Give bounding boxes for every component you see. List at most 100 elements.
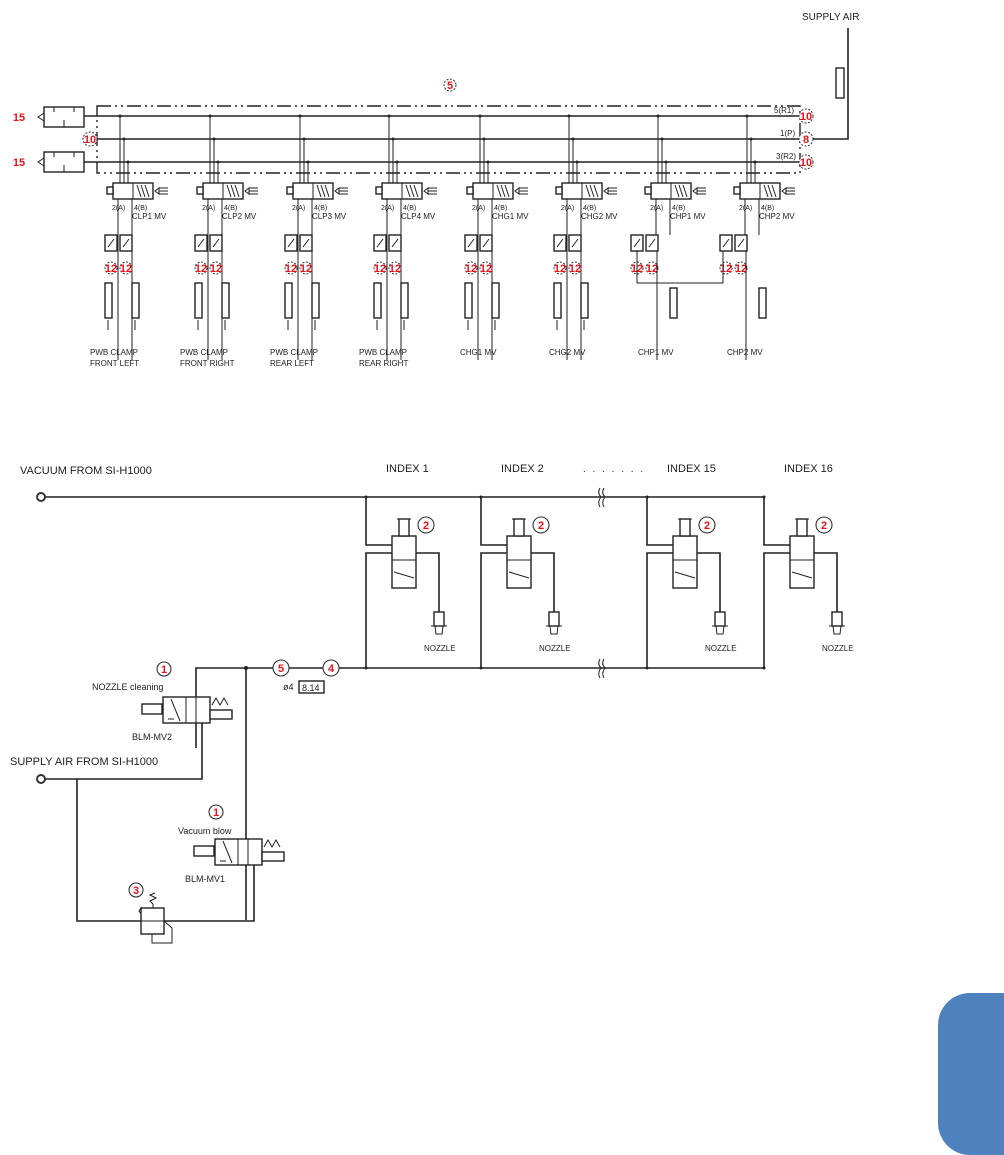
- sensor-callout-number: 12: [389, 263, 401, 275]
- manifold-outline: [96, 105, 801, 174]
- supply-source-label: SUPPLY AIR FROM SI-H1000: [10, 756, 158, 768]
- blow-line: [195, 667, 366, 748]
- vacuum-diagram: VACUUM FROM SI-H1000 . . . . . . . INDEX…: [10, 463, 854, 944]
- port-label-r1: 5(R1): [774, 106, 794, 115]
- index-valve-callout: [698, 516, 716, 534]
- supply-air-line: [807, 28, 849, 140]
- regulator: [138, 892, 173, 944]
- valve-caption: CHG2 MV: [549, 348, 586, 357]
- vacuum-valve: [672, 518, 698, 589]
- solenoid-valve: [196, 182, 258, 200]
- speed-controller: [388, 234, 402, 252]
- sensor-callout-number: 12: [465, 263, 477, 275]
- nozzle-icon: [712, 611, 728, 635]
- port-label-b: 4(B): [403, 205, 416, 212]
- port-label-b: 4(B): [134, 205, 147, 212]
- line-callout-4: [322, 659, 340, 677]
- speed-controller: [719, 234, 733, 252]
- manifold-callout: [443, 78, 457, 92]
- line-callout-5: [272, 659, 290, 677]
- sensor-callout-number: 12: [735, 263, 747, 275]
- valve-name: CHG2 MV: [581, 212, 618, 221]
- solenoid-valve: [286, 182, 348, 200]
- tube-tag: [373, 282, 382, 319]
- port-label-p: 1(P): [780, 129, 795, 138]
- nozzle-label: NOZZLE: [539, 644, 571, 653]
- manifold-callout-number: 5: [447, 80, 453, 92]
- sensor-callout: [553, 261, 567, 275]
- exhaust-callout-top: 15: [13, 112, 25, 124]
- sensor-callout: [373, 261, 387, 275]
- valve-caption: REAR RIGHT: [359, 359, 408, 368]
- port-label-a: 2(A): [292, 205, 305, 212]
- sensor-callout-number: 12: [120, 263, 132, 275]
- sensor-callout: [464, 261, 478, 275]
- valve-caption: FRONT LEFT: [90, 359, 139, 368]
- index-valve-callout-number: 2: [704, 520, 710, 532]
- speed-controller: [104, 234, 118, 252]
- speed-controller: [568, 234, 582, 252]
- valve-caption: PWB CLAMP: [90, 348, 138, 357]
- speed-controller: [464, 234, 478, 252]
- solenoid-valve: [555, 182, 617, 200]
- valve-name: CLP2 MV: [222, 212, 257, 221]
- nozzle-icon: [546, 611, 562, 635]
- valve-caption: CHP2 MV: [727, 348, 763, 357]
- left-port-callout-number: 10: [84, 134, 96, 146]
- sensor-callout-number: 12: [720, 263, 732, 275]
- nozzle-cleaning-callout-number: 1: [161, 664, 167, 676]
- nozzle-cleaning-valve-id: BLM-MV2: [132, 732, 172, 742]
- port-label-a: 2(A): [650, 205, 663, 212]
- solenoid-valve: [375, 182, 437, 200]
- tube-tag: [464, 282, 473, 319]
- chp-crossover-line: [636, 251, 724, 284]
- speed-controller: [645, 234, 659, 252]
- top-manifold-diagram: SUPPLY AIR 5 15 15 10 5(R1) 1(P) 3(R2): [13, 12, 860, 368]
- nozzle-cleaning-valve: [141, 696, 233, 724]
- valve-caption: FRONT RIGHT: [180, 359, 235, 368]
- tube-tag: [491, 282, 500, 319]
- port-label-a: 2(A): [381, 205, 394, 212]
- vacuum-blow-callout-number: 1: [213, 807, 219, 819]
- supply-tube-tag: [835, 67, 845, 99]
- tube-tag: [669, 287, 678, 319]
- nozzle-label: NOZZLE: [705, 644, 737, 653]
- port-label-b: 4(B): [672, 205, 685, 212]
- supply-line: [45, 723, 203, 780]
- solenoid-valve: [106, 182, 168, 200]
- regulator-callout: [128, 882, 144, 898]
- valve-name: CHG1 MV: [492, 212, 529, 221]
- port-label-a: 2(A): [472, 205, 485, 212]
- speed-controller: [299, 234, 313, 252]
- port-callout-r1-number: 10: [800, 111, 812, 123]
- port-label-b: 4(B): [314, 205, 327, 212]
- sensor-callout: [209, 261, 223, 275]
- line-callout-5-number: 5: [278, 663, 284, 675]
- vacuum-blow-label: Vacuum blow: [178, 826, 232, 836]
- nozzle-label: NOZZLE: [822, 644, 854, 653]
- sensor-callout: [194, 261, 208, 275]
- port-label-a: 2(A): [202, 205, 215, 212]
- valve-name: CLP3 MV: [312, 212, 347, 221]
- nozzle-icon: [431, 611, 447, 635]
- index-valve-callout-number: 2: [423, 520, 429, 532]
- port-callout-r1: [798, 108, 814, 124]
- valve-caption: PWB CLAMP: [180, 348, 228, 357]
- valve-name: CHP2 MV: [759, 212, 795, 221]
- chapter-tab: [938, 993, 1004, 1155]
- sensor-callout-number: 12: [569, 263, 581, 275]
- port-label-b: 4(B): [224, 205, 237, 212]
- port-label-b: 4(B): [583, 205, 596, 212]
- port-callout-r2-number: 10: [800, 157, 812, 169]
- tube-tag: [553, 282, 562, 319]
- break-mark-top: [598, 487, 606, 508]
- index-valve-callout: [815, 516, 833, 534]
- speed-controller: [630, 234, 644, 252]
